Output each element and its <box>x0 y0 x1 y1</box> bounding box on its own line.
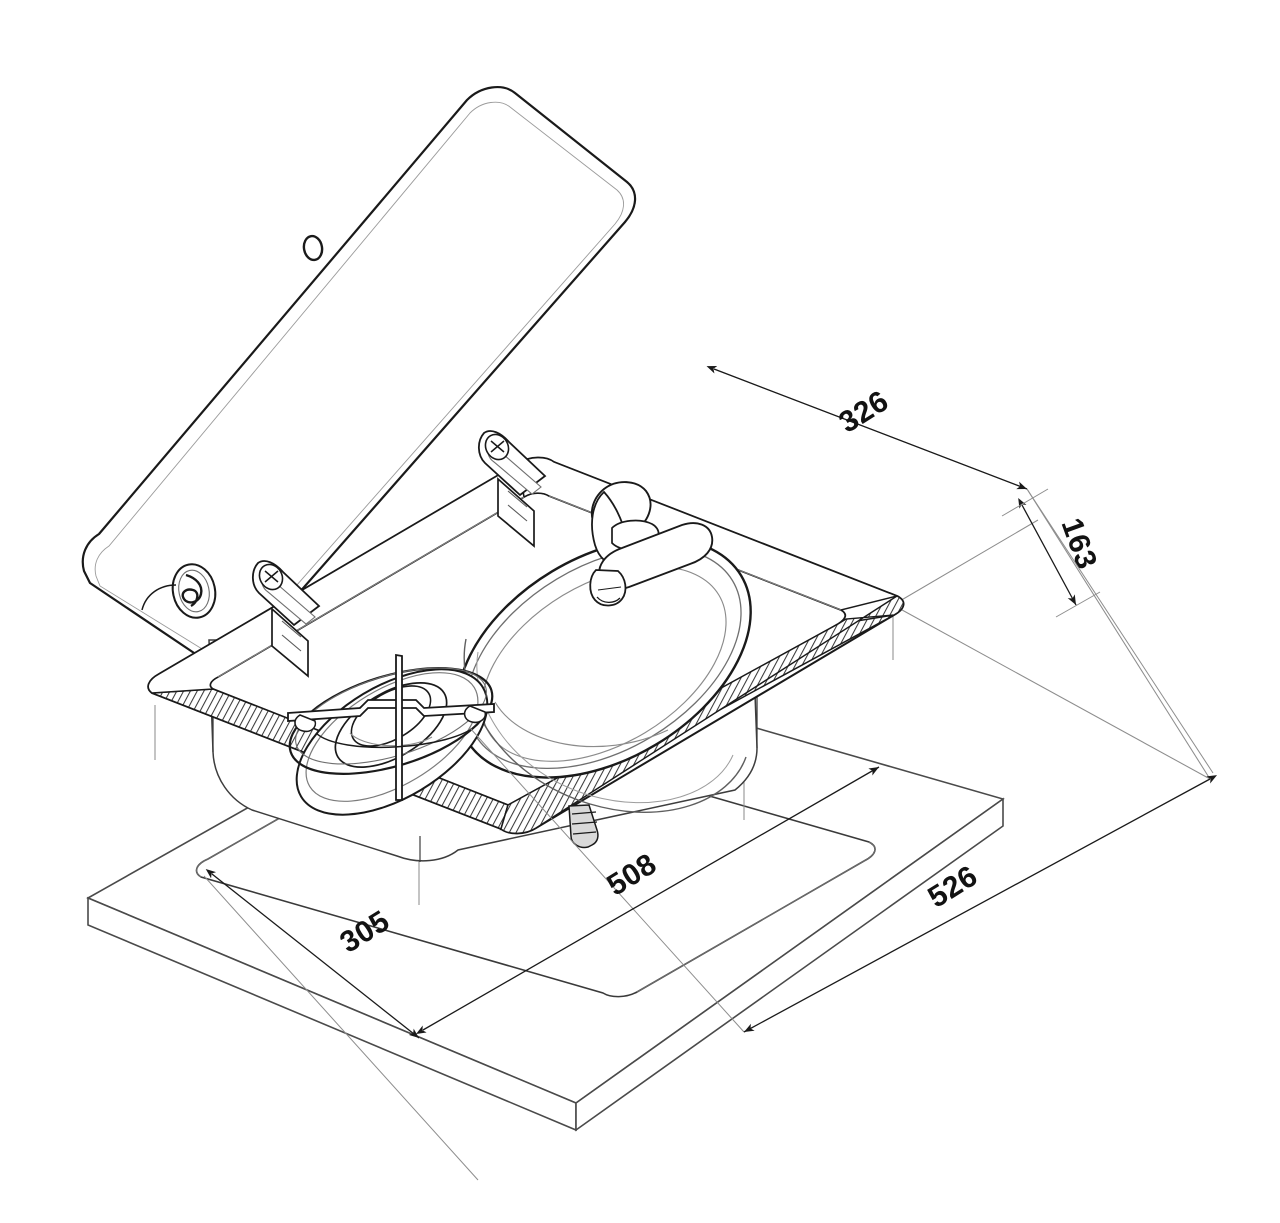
sink-basin <box>456 537 752 813</box>
dimension-163: 163 <box>1001 488 1104 618</box>
dimension-163-label: 163 <box>1055 514 1104 574</box>
rear-hinge-bracket[interactable] <box>477 430 547 548</box>
dimension-326-label: 326 <box>833 384 894 439</box>
lid-latch-catch[interactable] <box>141 560 220 622</box>
lid-vent-hole <box>302 234 324 262</box>
pan-support-grate <box>287 653 495 801</box>
faucet-tap[interactable] <box>589 481 714 607</box>
dimension-326: 326 <box>706 365 1028 490</box>
front-hinge-bracket[interactable] <box>251 560 321 678</box>
